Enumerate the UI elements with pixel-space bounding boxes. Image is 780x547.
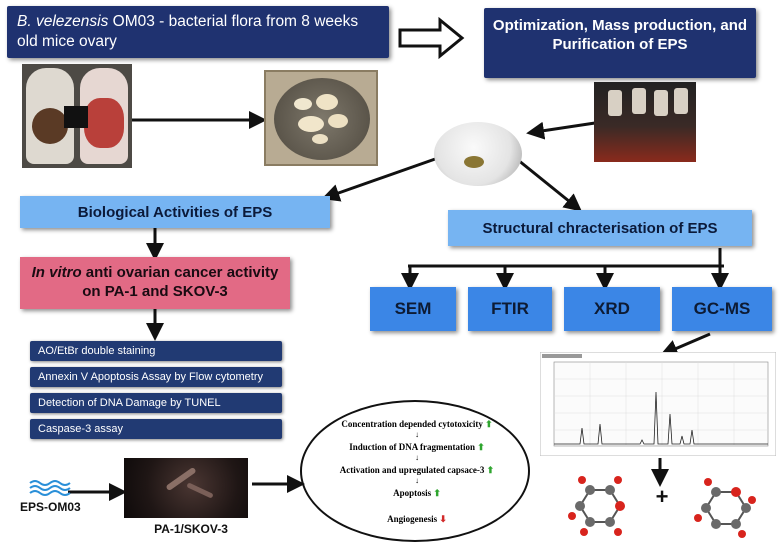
assay-item: AO/EtBr double staining — [30, 341, 282, 361]
assay-label: Detection of DNA Damage by TUNEL — [38, 397, 221, 409]
biological-activities-text: Biological Activities of EPS — [77, 203, 273, 221]
technique-label: GC-MS — [693, 299, 751, 318]
gcms-chromatogram-image — [540, 352, 776, 456]
monosaccharide-molecule-2-icon — [694, 478, 756, 538]
monosaccharide-molecule-1-icon — [568, 476, 625, 536]
eps-label: EPS-OM03 — [20, 500, 81, 514]
assay-item: Caspase-3 assay — [30, 419, 282, 439]
up-arrow-icon: ⬆ — [486, 465, 495, 475]
petri-plate-image — [264, 70, 378, 166]
technique-xrd: XRD — [564, 287, 660, 331]
cell-line-label: PA-1/SKOV-3 — [154, 522, 228, 536]
step-dna-fragmentation: Induction of DNA fragmentation ⬆ — [349, 442, 485, 452]
eps-wave-icon — [29, 480, 71, 496]
assay-item: Annexin V Apoptosis Assay by Flow cytome… — [30, 367, 282, 387]
in-vitro-box: In vitro anti ovarian cancer activity on… — [20, 257, 290, 309]
technique-label: XRD — [594, 299, 630, 318]
optimization-text: Optimization, Mass production, and Purif… — [492, 17, 748, 53]
eps-dish-image — [434, 122, 522, 186]
hollow-arrow — [398, 16, 465, 60]
up-arrow-icon: ⬆ — [485, 419, 493, 429]
assay-label: Annexin V Apoptosis Assay by Flow cytome… — [38, 371, 263, 383]
technique-label: SEM — [394, 299, 432, 318]
structural-text: Structural chracterisation of EPS — [482, 219, 718, 237]
up-arrow-icon: ⬆ — [477, 442, 485, 452]
source-description: OM03 - bacterial flora from 8 weeks old … — [17, 13, 359, 50]
optimization-box: Optimization, Mass production, and Purif… — [484, 8, 756, 78]
down-arrow-icon: ⬇ — [439, 514, 447, 524]
up-arrow-icon: ⬆ — [433, 488, 441, 498]
technique-gcms: GC-MS — [672, 287, 772, 331]
assay-item: Detection of DNA Damage by TUNEL — [30, 393, 282, 413]
assay-label: Caspase-3 assay — [38, 423, 123, 435]
cell-microscopy-image — [124, 458, 248, 518]
species-name: B. velezensis — [17, 13, 109, 30]
step-apoptosis: Apoptosis ⬆ — [393, 488, 441, 498]
mechanism-circle: Concentration depended cytotoxicity ⬆ ↓ … — [300, 400, 530, 542]
source-title-box: B. velezensis OM03 - bacterial flora fro… — [7, 6, 389, 58]
in-vitro-italic: In vitro — [31, 264, 82, 281]
technique-ftir: FTIR — [468, 287, 552, 331]
step-cytotoxicity: Concentration depended cytotoxicity ⬆ — [341, 419, 493, 429]
tubes-image — [594, 82, 696, 162]
technique-sem: SEM — [370, 287, 456, 331]
mice-dissection-image — [22, 64, 132, 168]
in-vitro-text: anti ovarian cancer activity on PA-1 and… — [81, 264, 279, 300]
structural-characterisation-box: Structural chracterisation of EPS — [448, 210, 752, 246]
plus-sign: + — [655, 484, 669, 509]
step-angiogenesis: Angiogenesis ⬇ — [387, 514, 447, 524]
biological-activities-box: Biological Activities of EPS — [20, 196, 330, 228]
assay-label: AO/EtBr double staining — [38, 345, 156, 357]
technique-label: FTIR — [491, 299, 529, 318]
step-caspase: Activation and upregulated capsace-3 ⬆ — [339, 465, 495, 475]
